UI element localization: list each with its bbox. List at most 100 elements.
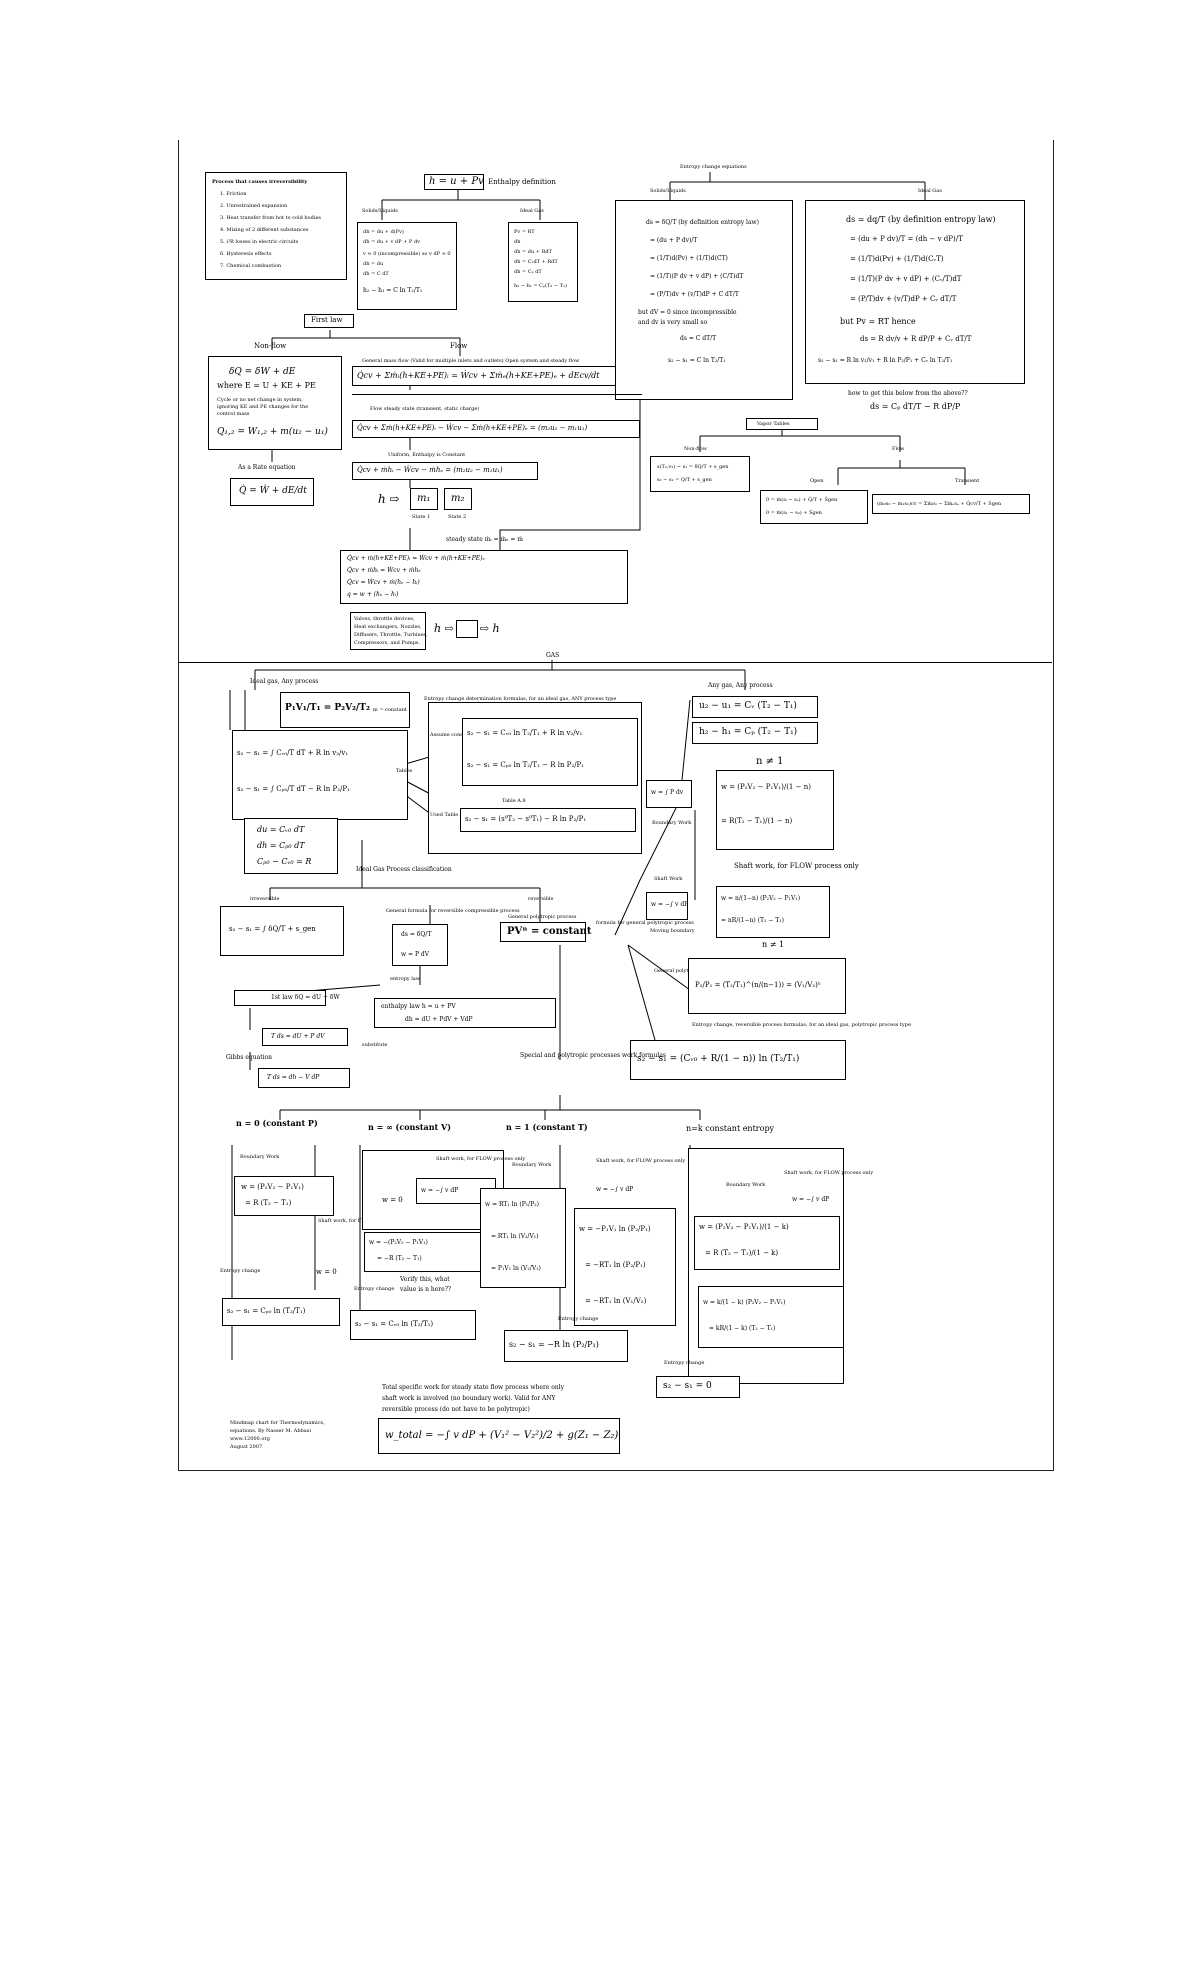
credit-line: August 2007 <box>230 1444 263 1450</box>
n0-boundary-box: w = (P₂V₂ − P₁V₁) = R (T₂ − T₁) <box>234 1176 334 1216</box>
n1-shaft-line: w = −P₁V₁ ln (P₂/P₁) <box>579 1225 651 1233</box>
ninf-entropy-equation: s₂ − s₁ = Cᵥ₀ ln (T₂/T₁) <box>355 1320 434 1328</box>
special-title: Special and polytropic processes work fo… <box>520 1052 666 1059</box>
entropy-solids-line: = (1/T)(P dv + v dP) + (C/T)dT <box>650 273 744 280</box>
first-law-title: First law <box>311 316 343 324</box>
first-law-box: First law <box>304 314 354 328</box>
vapor-open-line: 0 = ṁ(sᵢ − sₑ) + Q̇/T + Ṡgen <box>766 497 838 503</box>
n1-shaft-int: w = −∫ v dP <box>596 1186 634 1193</box>
entropy-solids-line: = (P/T)dv + (v/T)dP + C dT/T <box>650 291 739 298</box>
entropy-solids-line: and dv is very small so <box>638 319 708 326</box>
vapor-nonflow-line: s(T₂,v₂) − s₁ = δQ/T + s_gen <box>657 464 729 470</box>
n0-boundary-label: Boundary Work <box>240 1154 280 1160</box>
reversible-line: w = P dV <box>401 951 430 958</box>
flow-separator <box>352 394 642 395</box>
entropy-gas-box: ds = dq/T (by definition entropy law) = … <box>805 200 1025 384</box>
flow-steady-equation: Q̇cv + Σṁ(h+KE+PE)ᵢ − Ẇcv − Σṁ(h+KE+PE)ₑ… <box>357 424 588 432</box>
boundary-work-line: = R(T₂ − T₁)/(1 − n) <box>721 817 793 825</box>
vapor-transient-box: (m₂s₂ − m₁s₁)cv = Σṁᵢsᵢ − Σṁₑsₑ + Q̇cv/T… <box>872 494 1030 514</box>
irreversibility-item: 2. Unrestrained expansion <box>220 203 288 209</box>
s0-equation: s₂ − s₁ = (s⁰T₂ − s⁰T₁) − R ln P₂/P₁ <box>465 815 587 823</box>
n1-label: n = 1 (constant T) <box>506 1122 588 1132</box>
n1-boundary-label: Boundary Work <box>512 1162 552 1168</box>
nk-boundary-line: = R (T₂ − T₁)/(1 − k) <box>705 1249 779 1257</box>
shaft-int-box: w = −∫ v dP <box>646 892 688 920</box>
vapor-nonflow-line: s₂ − s₁ = Q/T + s_gen <box>657 477 712 483</box>
n1-entropy-equation: s₂ − s₁ = −R ln (P₂/P₁) <box>509 1340 599 1349</box>
any-gas-any-label: Any gas, Any process <box>708 682 773 689</box>
nonflow-line: Q₁,₂ = W₁,₂ + m(u₂ − u₁) <box>217 427 328 437</box>
state-2-label: State 2 <box>448 514 467 520</box>
pv-ratio-box: P₁V₁/T₁ = P₂V₂/T₂ m = constant <box>280 692 410 728</box>
mass-1-box: m₁ <box>410 488 438 510</box>
flow-equation-box: Q̇cv + Σṁᵢ(h+KE+PE)ᵢ = Ẇcv + Σṁₑ(h+KE+PE… <box>352 366 616 386</box>
devices-line: Heat exchangers, Nozzles, <box>354 624 422 630</box>
n0-boundary-line: = R (T₂ − T₁) <box>245 1199 292 1207</box>
pv-ratio-equation: P₁V₁/T₁ = P₂V₂/T₂ <box>285 703 370 713</box>
entropy-law-label: entropy law <box>390 976 421 982</box>
nk-shaft-line: = kR/(1 − k) (T₂ − T₁) <box>709 1325 776 1332</box>
device-diagram: h ⇨⇨ h <box>434 620 500 638</box>
nonflow-line: ignoring KE and PE changes for the <box>217 404 309 410</box>
nk-shaft-label: Shaft work, for FLOW process only <box>784 1170 874 1176</box>
ideal-gas-line: dh = Cₚ dT <box>514 269 542 275</box>
ds-integral-line: s₂ − s₁ = ∫ Cᵥ₀/T dT + R ln v₂/v₁ <box>237 749 349 757</box>
entropy-solids-line: but dV = 0 since incompressible <box>638 309 737 316</box>
reversible-note: General formula for reversible compressi… <box>386 908 520 914</box>
ninf-shaft-line: = −R (T₂ − T₁) <box>377 1255 422 1262</box>
n1-boundary-box: w = RT₁ ln (P₁/P₂) = RT₁ ln (V₂/V₁) = P₁… <box>480 1188 566 1288</box>
n1-shaft-line: = −RT₁ ln (V₁/V₂) <box>585 1297 647 1305</box>
n1-shaft-label: Shaft work, for FLOW process only <box>596 1158 686 1164</box>
reversible-line: ds = δQ/T <box>401 931 432 938</box>
any-gas-dh-box: h₂ − h₁ = Cₚ (T₂ − T₁) <box>692 722 818 744</box>
solids-line: dh = du + v dP + P dv <box>363 239 420 245</box>
enthalpy-law: enthalpy law h = u + PV <box>381 1003 456 1010</box>
entropy-any-note: Entropy change determination formulas, f… <box>424 696 617 702</box>
irreversible-equation: s₂ − s₁ = ∫ δQ/T + s_gen <box>229 925 316 933</box>
ninf-note: Verify this, what <box>400 1276 450 1283</box>
flow-equation: Q̇cv + Σṁᵢ(h+KE+PE)ᵢ = Ẇcv + Σṁₑ(h+KE+PE… <box>357 371 600 380</box>
ideal-gas-line: h₂ − h₁ = Cₚ(T₂ − T₁) <box>514 283 567 289</box>
vapor-transient-equation: (m₂s₂ − m₁s₁)cv = Σṁᵢsᵢ − Σṁₑsₑ + Q̇cv/T… <box>877 501 1002 507</box>
general-relation-equation: P₂/P₁ = (T₂/T₁)^(n/(n−1)) = (V₁/V₂)ⁿ <box>695 981 821 989</box>
entropy-poly-box: s₂ − s₁ = (Cᵥ₀ + R/(1 − n)) ln (T₂/T₁) <box>630 1040 846 1080</box>
ideal-gas-label: Ideal Gas <box>520 208 544 214</box>
solids-label: Solids/Liquids <box>362 208 398 214</box>
n1-shaft-box: w = −P₁V₁ ln (P₂/P₁) = −RT₁ ln (P₂/P₁) =… <box>574 1208 676 1326</box>
nk-shaft-box: w = k/(1 − k) (P₂V₂ − P₁V₁) = kR/(1 − k)… <box>698 1286 844 1348</box>
boundary-work-label: Boundary Work <box>652 820 692 826</box>
solids-line: dh = du <box>363 261 384 267</box>
ds-integral-line: s₂ − s₁ = ∫ Cₚ₀/T dT − R ln P₂/P₁ <box>237 785 350 793</box>
polytropic-side-note: formula for general polytropic process <box>596 920 694 926</box>
n0-entropy-box: s₂ − s₁ = Cₚ₀ ln (T₂/T₁) <box>222 1298 340 1326</box>
entropy-solids-line: s₂ − s₁ = C ln T₂/T₁ <box>668 357 726 364</box>
nk-shaft-line: w = k/(1 − k) (P₂V₂ − P₁V₁) <box>703 1299 786 1306</box>
ideal-gas-line: dh <box>514 239 521 245</box>
entropy-solids-line: = (du + P dv)/T <box>650 237 698 244</box>
irreversibility-item: 5. i²R losses in electric circuits <box>220 239 299 245</box>
shaft-work-title: Shaft work, for FLOW process only <box>734 862 859 870</box>
any-gas-line: h₂ − h₁ = Cₚ (T₂ − T₁) <box>699 727 798 737</box>
shaft-work-box: w = n/(1−n) (P₂V₂ − P₁V₁) = nR/(1−n) (T₂… <box>716 886 830 938</box>
vapor-open-line: 0 = ṁ(s₁ − s₂) + Ṡgen <box>766 510 822 516</box>
flow-header: General mass flow (Valid for multiple in… <box>362 358 580 364</box>
specific-heat-box: du = Cᵥ₀ dT dh = Cₚ₀ dT Cₚ₀ − Cᵥ₀ = R <box>244 818 338 874</box>
irreversibility-item: 1. Friction <box>220 191 247 197</box>
devices-line: Valves, throttle devices, <box>354 616 415 622</box>
nk-entropy-box: s₂ − s₁ = 0 <box>656 1376 740 1398</box>
mass-2: m₂ <box>451 493 465 504</box>
nk-entropy-equation: s₂ − s₁ = 0 <box>663 1381 712 1391</box>
mass-2-box: m₂ <box>444 488 472 510</box>
n1-boundary-line: w = RT₁ ln (P₁/P₂) <box>485 1201 539 1208</box>
nk-boundary-box: w = (P₂V₂ − P₁V₁)/(1 − k) = R (T₂ − T₁)/… <box>694 1216 840 1270</box>
steady-state-label: steady state ṁᵢ = ṁₑ = ṁ <box>446 536 523 543</box>
ideal-gas-any-label: Ideal gas, Any process <box>250 678 319 685</box>
ninf-note: value is n here?? <box>400 1286 452 1293</box>
irreversibility-box: Process that causes irreversibility 1. F… <box>205 172 347 280</box>
nonflow-line: where E = U + KE + PE <box>217 381 316 390</box>
n1-entropy-label: Entropy change <box>558 1316 599 1322</box>
boundary-int-box: w = ∫ P dv <box>646 780 692 808</box>
tables-label: Tables <box>396 768 413 774</box>
entropy-solids-box: ds = δQ/T (by definition entropy law) = … <box>615 200 793 400</box>
n1-boundary-line: = RT₁ ln (V₂/V₁) <box>491 1233 539 1240</box>
